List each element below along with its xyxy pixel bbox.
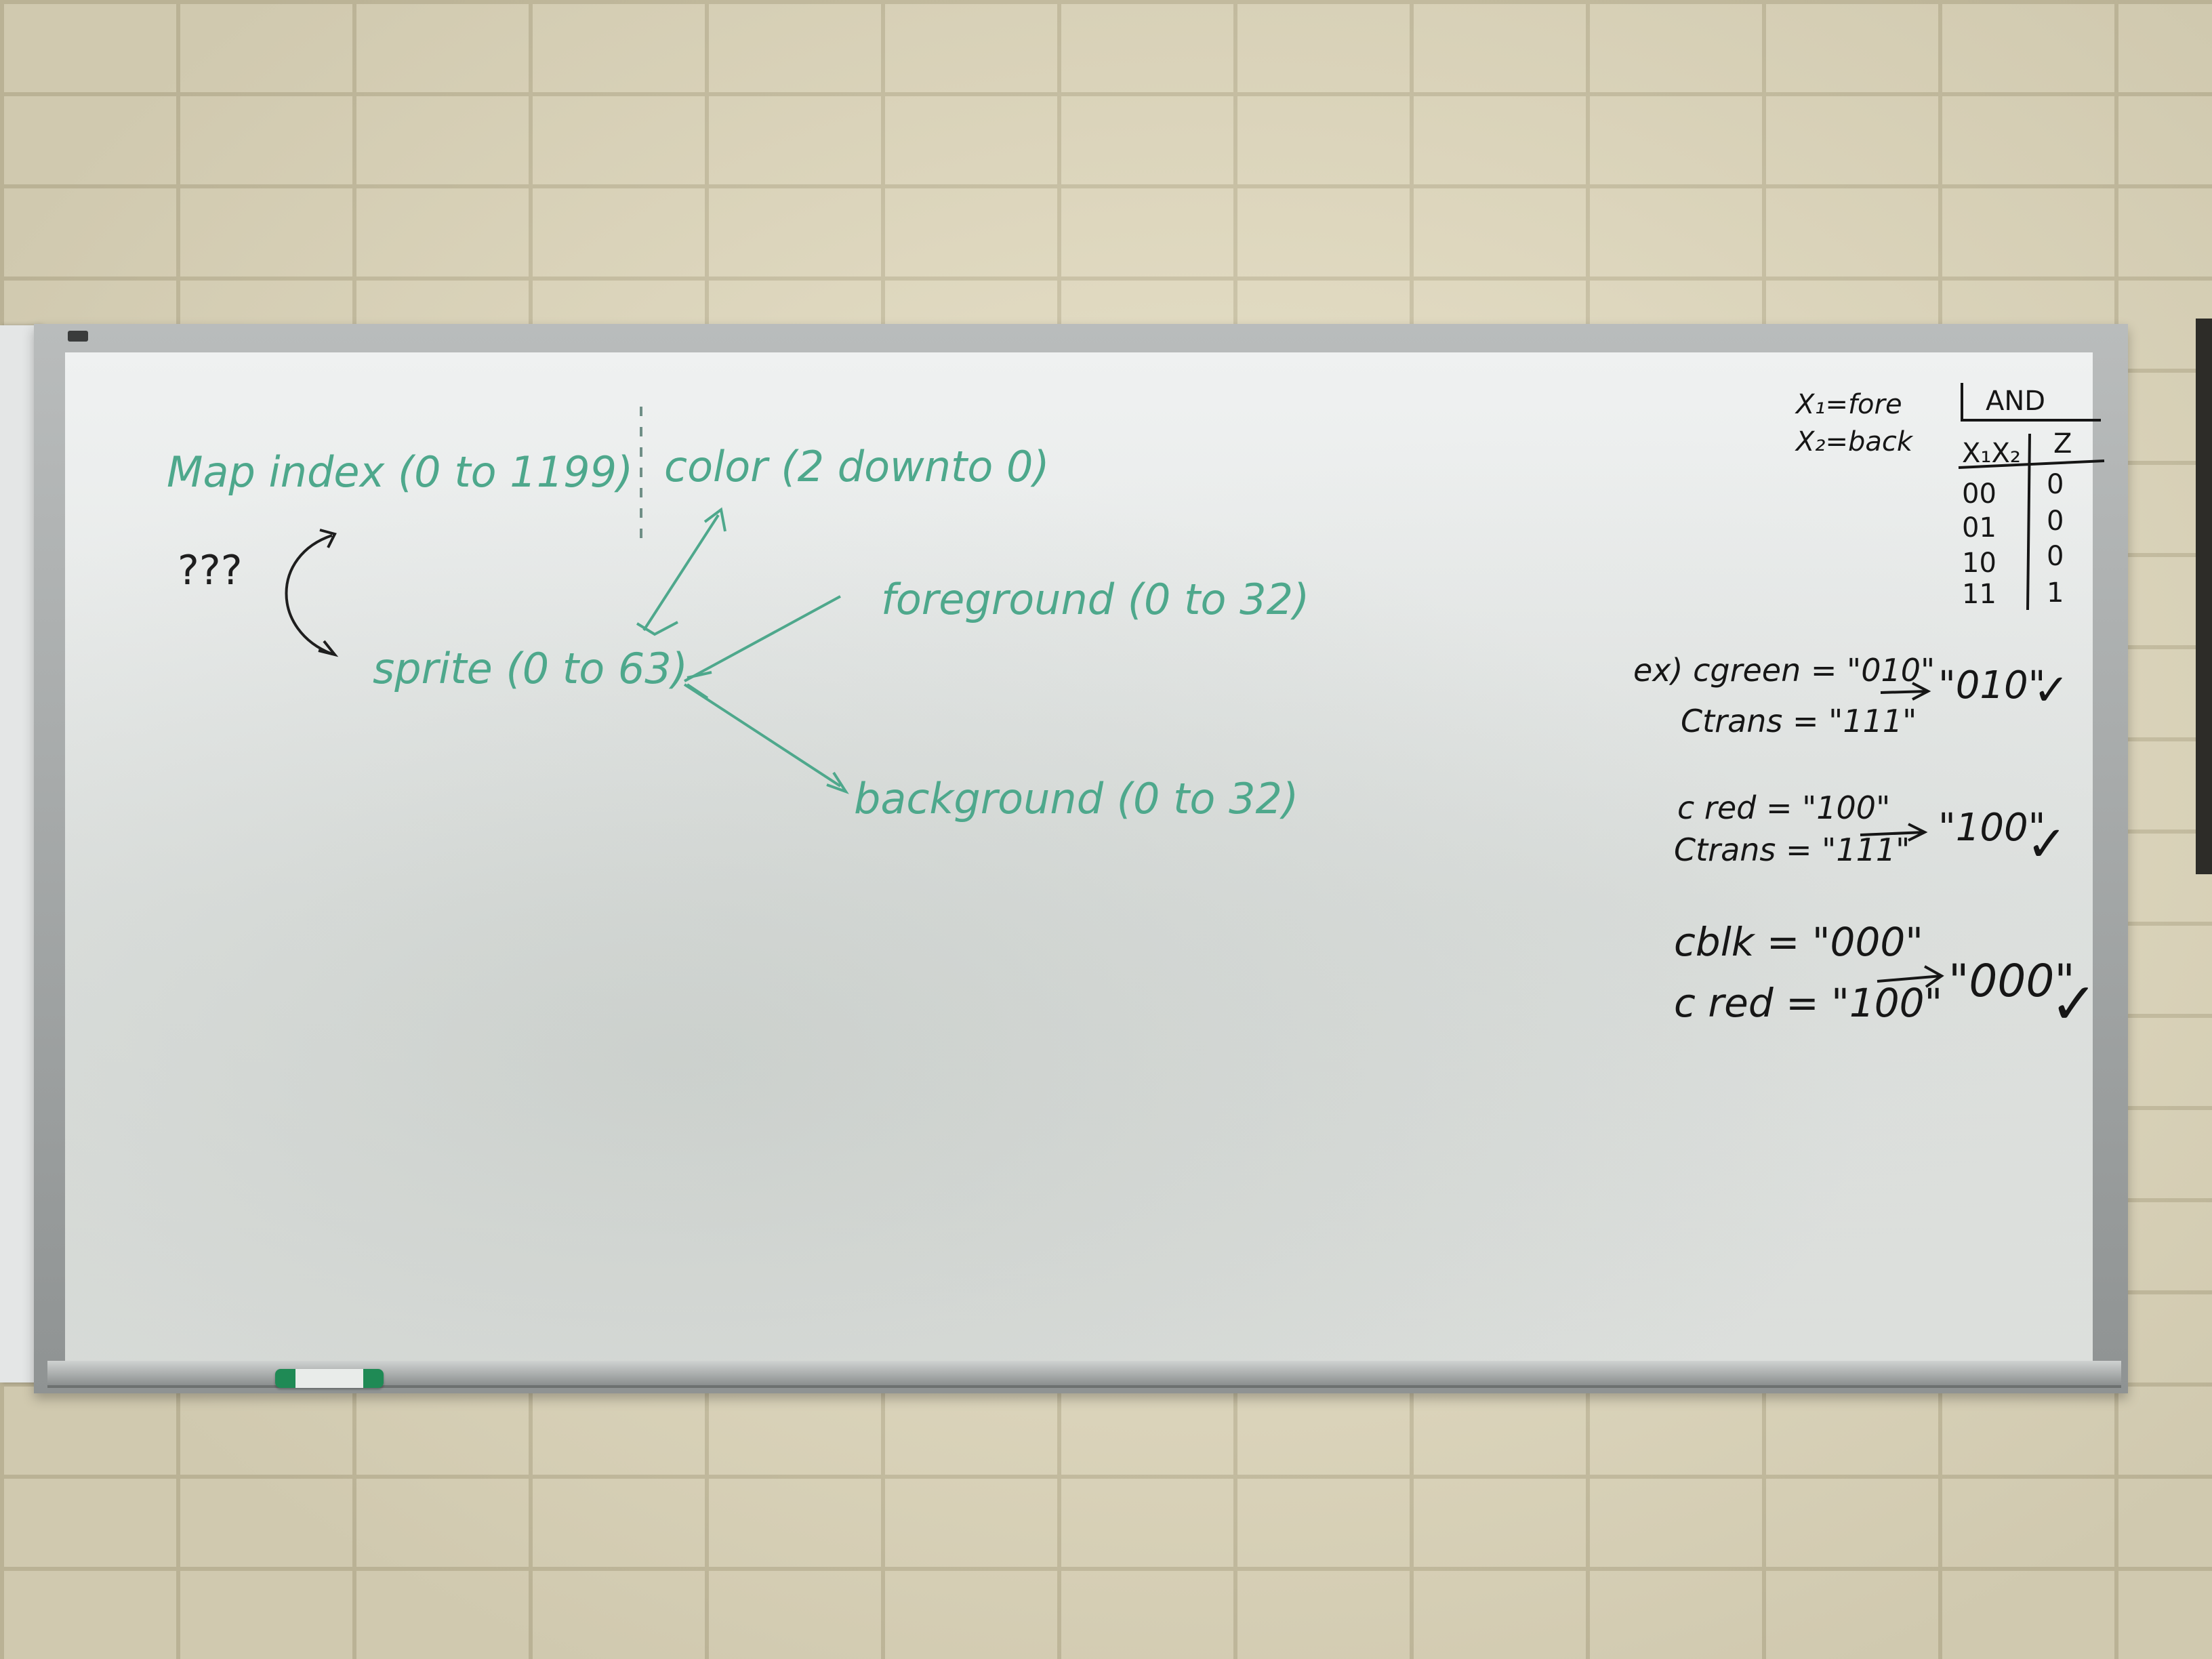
note-question: ??? — [178, 547, 243, 594]
curved-arrow — [285, 534, 333, 655]
note-background: background (0 to 32) — [854, 774, 1298, 823]
table-row-1-output: 0 — [2047, 469, 2064, 500]
arrow-foreground — [684, 595, 841, 682]
legend-back: X₂=back — [1795, 426, 1914, 457]
example-3-check: ✓ — [2050, 970, 2097, 1037]
example-1-arrow — [1880, 682, 1931, 701]
example-2-result: "100" — [1938, 806, 2045, 850]
table-row-2-output: 0 — [2047, 506, 2064, 537]
table-row-4-inputs: 11 — [1962, 579, 1996, 610]
note-sprite: sprite (0 to 63) — [373, 644, 688, 693]
curved-arrowhead-top — [319, 529, 337, 548]
arrow-sprite-to-color — [642, 514, 720, 632]
example-3-line1: cblk = "000" — [1674, 919, 1923, 965]
table-title: AND — [1986, 386, 2045, 417]
note-color: color (2 downto 0) — [664, 442, 1050, 491]
example-1-line2: Ctrans = "111" — [1681, 703, 1917, 739]
manufacturer-logo — [68, 331, 88, 342]
table-header-output: Z — [2053, 428, 2072, 459]
marker-tray — [47, 1361, 2121, 1388]
table-row-2-inputs: 01 — [1962, 512, 1996, 544]
example-3-result: "000" — [1948, 955, 2075, 1007]
note-map-index: Map index (0 to 1199) — [167, 447, 633, 497]
arrowhead-sprite-top — [636, 621, 678, 636]
example-1-check: ✓ — [2033, 665, 2070, 716]
example-2-line1: c red = "100" — [1677, 790, 1890, 826]
curved-arrowhead-bottom — [318, 640, 339, 657]
arrowhead-sprite — [686, 671, 712, 699]
right-dark-frame — [2196, 319, 2212, 874]
arrowhead-background — [826, 771, 849, 794]
table-row-4-output: 1 — [2047, 577, 2064, 609]
example-1-line1: ex) cgreen = "010" — [1633, 652, 1935, 689]
table-header-rule — [1958, 459, 2105, 469]
green-marker[interactable] — [275, 1369, 384, 1388]
example-2-check: ✓ — [2026, 815, 2067, 872]
table-column-rule — [2026, 433, 2031, 611]
table-title-underline — [1961, 383, 2101, 422]
example-3-line2: c red = "100" — [1674, 980, 1942, 1026]
table-row-1-inputs: 00 — [1962, 478, 1996, 510]
arrow-background — [683, 683, 842, 787]
table-row-3-inputs: 10 — [1962, 548, 1996, 579]
example-1-result: "010" — [1938, 663, 2045, 708]
example-3-arrow — [1877, 965, 1944, 988]
whiteboard-surface — [65, 352, 2093, 1361]
example-2-line2: Ctrans = "111" — [1674, 832, 1910, 868]
example-2-arrow — [1860, 823, 1928, 842]
note-foreground: foreground (0 to 32) — [881, 575, 1309, 624]
table-row-3-output: 0 — [2047, 541, 2064, 572]
legend-fore: X₁=fore — [1795, 389, 1902, 420]
arrowhead-color — [703, 507, 726, 532]
table-header-inputs: X₁X₂ — [1962, 438, 2021, 469]
